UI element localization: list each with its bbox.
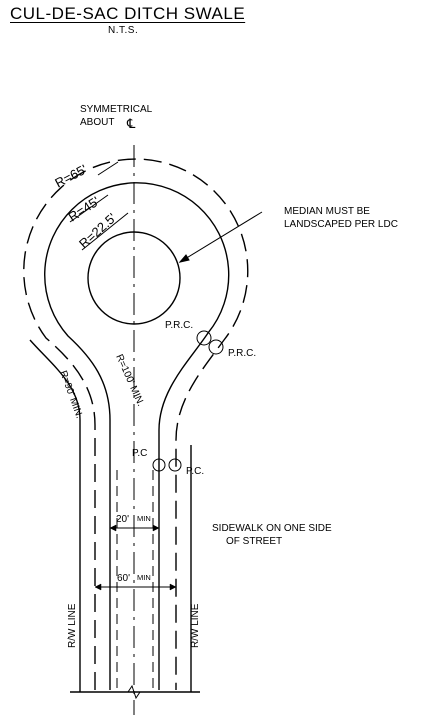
dim-20-arrow-right xyxy=(152,524,160,532)
rw-line-label-left: R/W LINE xyxy=(67,603,78,648)
radius-leader-45 xyxy=(69,194,109,223)
centerline-symbol: ℄ xyxy=(126,116,136,131)
dim-60-arrow-left xyxy=(94,583,102,591)
dim-60-unit: MIN xyxy=(137,573,151,582)
median-leader-line xyxy=(179,211,263,263)
symmetry-label-2: ABOUT xyxy=(80,117,114,128)
median-note-1: MEDIAN MUST BE xyxy=(284,206,370,217)
rw-curve-left xyxy=(29,339,81,421)
drawing-title: CUL-DE-SAC DITCH SWALE xyxy=(10,4,246,23)
dim-20-value: 20' xyxy=(116,514,129,525)
symmetry-label-1: SYMMETRICAL xyxy=(80,104,153,115)
median-note-2: LANDSCAPED PER LDC xyxy=(284,219,398,230)
dim-60-value: 60' xyxy=(117,573,130,584)
break-symbol xyxy=(127,684,141,700)
radius-label-45: R=45' xyxy=(65,193,102,224)
sidewalk-note-1: SIDEWALK ON ONE SIDE xyxy=(212,523,332,534)
prc-marker-2 xyxy=(208,339,224,355)
sidewalk-note-2: OF STREET xyxy=(226,536,282,547)
pc-label-left: P.C xyxy=(132,448,147,459)
median-circle xyxy=(87,231,181,325)
outer-swale-line-dashed xyxy=(23,158,249,690)
radius-label-100: R=100' MIN. xyxy=(113,353,146,408)
rw-line-label-right: R/W LINE xyxy=(190,603,201,648)
prc-label-1: P.R.C. xyxy=(165,320,193,331)
radius-label-65: R=65' xyxy=(52,161,89,190)
prc-marker-1 xyxy=(196,330,212,346)
inner-pavement-line xyxy=(44,182,230,690)
pc-label-right: P.C. xyxy=(186,466,204,477)
pc-marker-2 xyxy=(168,458,182,472)
radius-leader-22 xyxy=(81,212,129,251)
dim-60-arrow-right xyxy=(169,583,177,591)
dim-20-arrow-left xyxy=(109,524,117,532)
radius-leader-65 xyxy=(97,161,119,176)
dim-20-unit: MIN xyxy=(137,514,151,523)
prc-label-2: P.R.C. xyxy=(228,348,256,359)
scale-note: N.T.S. xyxy=(108,25,139,36)
median-leader-arrow xyxy=(178,254,190,263)
pc-marker-1 xyxy=(152,458,166,472)
